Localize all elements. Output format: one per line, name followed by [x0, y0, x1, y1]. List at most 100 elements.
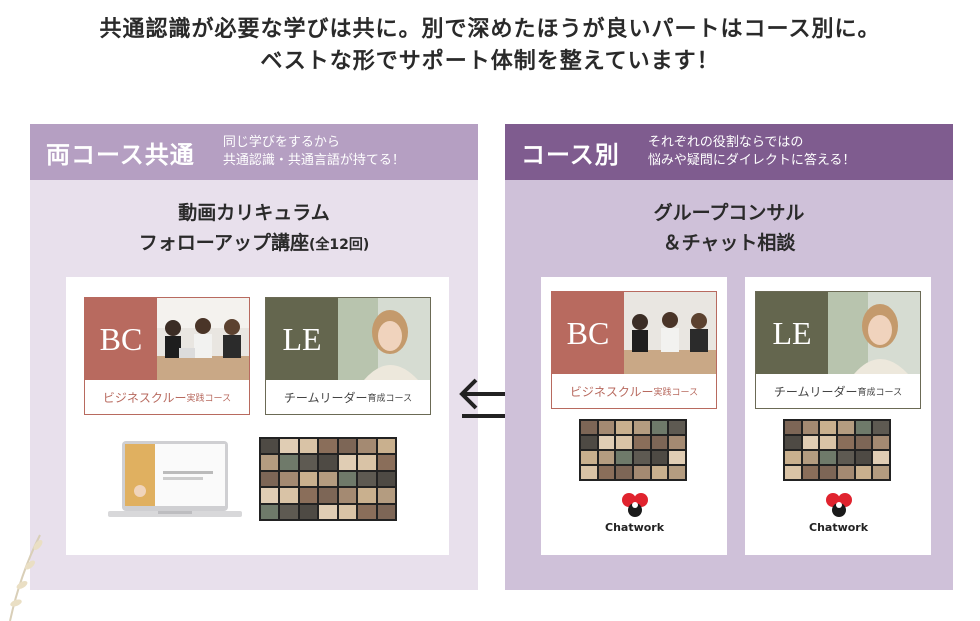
video-tile	[299, 488, 318, 503]
bc-label-right: ビジネスクルー	[569, 384, 654, 399]
headline-line-2: ベストな形でサポート体制を整えています！	[260, 49, 720, 74]
video-tile	[802, 451, 819, 464]
common-content-box: BC ビジネスクルー実践コース	[66, 277, 449, 555]
video-tile	[358, 488, 376, 503]
video-tile	[581, 466, 597, 479]
video-tile	[838, 436, 854, 449]
video-tile	[377, 455, 395, 470]
le-label-small-right: 育成コース	[857, 386, 903, 397]
video-tile	[358, 455, 376, 470]
video-tile	[598, 466, 615, 479]
le-course-card-right: LE チームリーダー育成コース	[755, 291, 921, 409]
video-tile	[785, 436, 801, 449]
video-tile	[616, 421, 632, 434]
video-tile	[358, 439, 376, 454]
chatwork-logo: Chatwork	[605, 491, 664, 534]
headline: 共通認識が必要な学びは共に。別で深めたほうが良いパートはコース別に。 ベストな形…	[0, 14, 980, 78]
chatwork-logo-icon	[621, 493, 648, 517]
specific-section-line-1: グループコンサル	[653, 202, 805, 224]
video-tile	[820, 466, 836, 479]
video-tile	[855, 451, 872, 464]
bc-label-small-right: 実践コース	[653, 386, 699, 397]
le-label-small: 育成コース	[367, 392, 413, 403]
video-tile	[651, 421, 668, 434]
video-tile	[669, 421, 685, 434]
video-tile	[785, 451, 801, 464]
video-call-grid-icon	[259, 437, 397, 521]
video-tile	[669, 451, 685, 464]
video-tile	[581, 421, 597, 434]
video-tile	[299, 471, 318, 487]
video-tile	[785, 421, 801, 434]
bc-team-photo-right	[624, 292, 716, 374]
video-tile	[802, 466, 819, 479]
video-tile	[261, 504, 279, 519]
le-label-right: チームリーダー	[773, 384, 858, 399]
video-tile	[669, 436, 685, 449]
video-tile	[785, 466, 801, 479]
video-tile	[299, 455, 318, 470]
video-tile	[820, 421, 836, 434]
video-tile	[280, 504, 298, 519]
chatwork-label: Chatwork	[605, 521, 665, 534]
common-course-title: 両コース共通	[46, 140, 195, 169]
video-tile	[377, 471, 395, 487]
le-portrait-photo-right	[828, 292, 920, 374]
course-specific-subtitle: それぞれの役割ならではの 悩みや疑問にダイレクトに答える！	[647, 135, 856, 168]
video-call-grid-icon	[783, 419, 891, 481]
video-tile	[299, 439, 318, 454]
course-specific-panel: コース別 それぞれの役割ならではの 悩みや疑問にダイレクトに答える！ グループコ…	[505, 124, 953, 590]
video-tile	[598, 421, 615, 434]
bc-abbr-right: BC	[552, 292, 624, 374]
video-tile	[598, 436, 615, 449]
common-course-panel: 両コース共通 同じ学びをするから 共通認識・共通言語が持てる！ 動画カリキュラム…	[30, 124, 478, 590]
video-tile	[338, 488, 357, 503]
video-tile	[358, 504, 376, 519]
video-tile	[358, 471, 376, 487]
video-tile	[651, 436, 668, 449]
video-tile	[319, 488, 337, 503]
le-abbr: LE	[266, 298, 338, 380]
decorative-plant-icon	[0, 505, 60, 621]
le-portrait-photo	[338, 298, 430, 380]
video-tile	[319, 455, 337, 470]
common-section-line-2: フォローアップ講座	[138, 232, 309, 254]
laptop-icon	[108, 441, 242, 525]
video-tile	[873, 421, 889, 434]
course-specific-title: コース別	[521, 140, 620, 169]
video-call-grid-icon	[579, 419, 687, 481]
le-abbr-right: LE	[756, 292, 828, 374]
video-tile	[838, 466, 854, 479]
video-tile	[261, 439, 279, 454]
video-tile	[855, 436, 872, 449]
bc-support-box: BC ビジネスクルー実践コース	[541, 277, 727, 555]
video-tile	[299, 504, 318, 519]
headline-line-1: 共通認識が必要な学びは共に。別で深めたほうが良いパートはコース別に。	[99, 17, 881, 42]
video-tile	[261, 488, 279, 503]
video-tile	[581, 436, 597, 449]
video-tile	[802, 436, 819, 449]
video-tile	[820, 436, 836, 449]
bc-label: ビジネスクルー	[102, 390, 187, 405]
specific-section-line-2: ＆チャット相談	[662, 232, 796, 254]
video-tile	[338, 504, 357, 519]
course-specific-header: コース別 それぞれの役割ならではの 悩みや疑問にダイレクトに答える！	[505, 124, 953, 180]
video-tile	[634, 451, 650, 464]
video-tile	[855, 466, 872, 479]
bc-label-small: 実践コース	[186, 392, 232, 403]
video-tile	[651, 451, 668, 464]
video-tile	[280, 455, 298, 470]
video-tile	[651, 466, 668, 479]
video-tile	[377, 488, 395, 503]
video-tile	[838, 421, 854, 434]
video-tile	[319, 504, 337, 519]
video-tile	[669, 466, 685, 479]
video-tile	[280, 471, 298, 487]
common-course-header: 両コース共通 同じ学びをするから 共通認識・共通言語が持てる！	[30, 124, 478, 180]
video-tile	[616, 466, 632, 479]
common-section-title: 動画カリキュラム フォローアップ講座(全12回)	[30, 198, 478, 260]
video-tile	[634, 421, 650, 434]
video-tile	[338, 471, 357, 487]
common-course-subtitle: 同じ学びをするから 共通認識・共通言語が持てる！	[222, 135, 405, 168]
course-specific-section-title: グループコンサル ＆チャット相談	[505, 198, 953, 258]
